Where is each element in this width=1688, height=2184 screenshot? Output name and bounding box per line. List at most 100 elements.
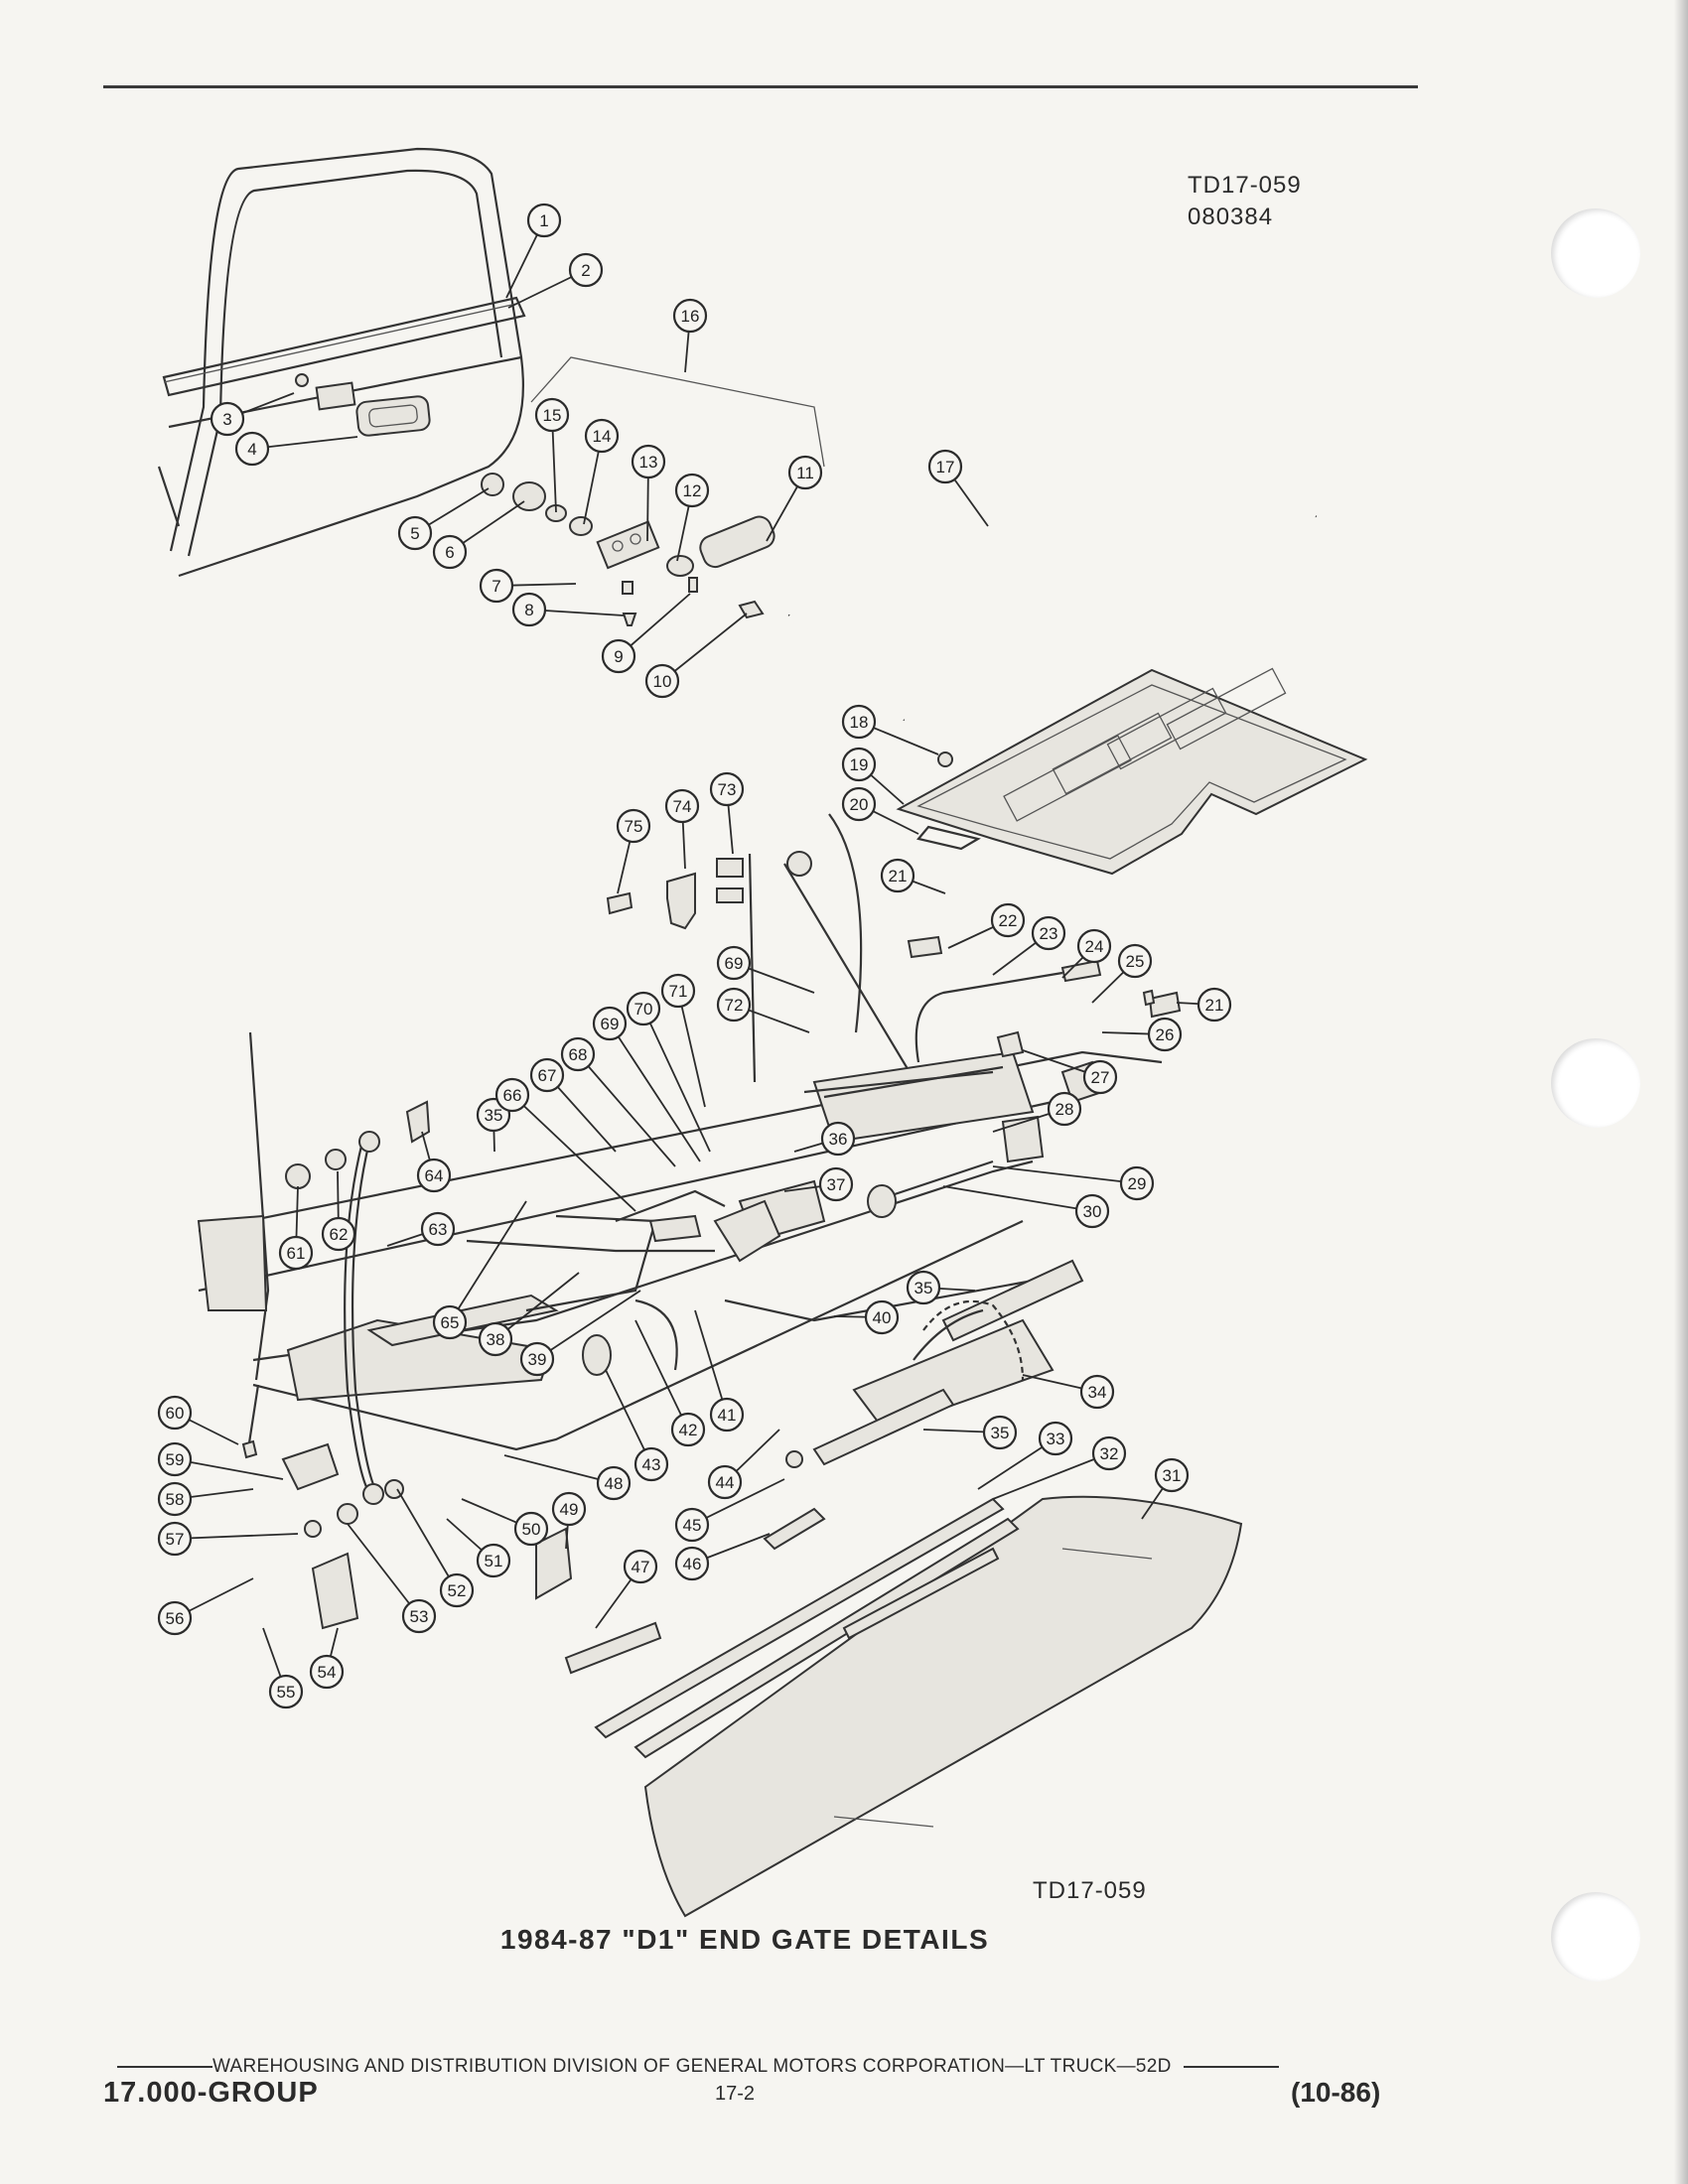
callout-c63: 63 — [386, 1211, 456, 1247]
callout-circle-c1 — [526, 203, 562, 238]
callout-number-c55: 55 — [277, 1683, 296, 1702]
callout-circle-c27 — [1082, 1059, 1118, 1095]
drawing-date-top: 080384 — [1188, 204, 1274, 230]
callout-number-c46: 46 — [683, 1555, 702, 1573]
callout-c60: 60 — [157, 1395, 239, 1445]
callout-number-c15: 15 — [543, 406, 562, 425]
callout-c19: 19 — [841, 747, 905, 805]
callout-c17: 17 — [927, 449, 989, 527]
callout-number-c47: 47 — [632, 1558, 650, 1576]
callout-c65: 65 — [432, 1200, 527, 1340]
callout-leader-c70 — [642, 1008, 711, 1153]
callout-circle-c28 — [1047, 1091, 1082, 1127]
callout-number-c6: 6 — [445, 543, 454, 562]
callout-circle-c73 — [709, 771, 745, 807]
callout-number-c41: 41 — [718, 1406, 737, 1425]
window-regulator — [785, 1259, 1084, 1468]
callout-number-c58: 58 — [166, 1490, 185, 1509]
lock-handle-assembly — [481, 356, 825, 626]
callout-number-c75: 75 — [625, 817, 643, 836]
callout-circle-c55 — [268, 1674, 304, 1709]
callout-c72: 72 — [716, 987, 810, 1033]
callout-number-c56: 56 — [166, 1609, 185, 1628]
callout-circle-c34 — [1079, 1374, 1115, 1410]
glass-and-channels — [594, 1495, 1243, 1918]
callout-leader-c68 — [577, 1053, 676, 1167]
callout-circle-c13 — [631, 444, 666, 479]
callout-number-c11: 11 — [796, 464, 814, 482]
callout-number-c13: 13 — [639, 453, 658, 472]
callout-circle-c35c — [982, 1415, 1018, 1450]
callout-c12: 12 — [674, 473, 710, 562]
callout-c39: 39 — [519, 1290, 641, 1377]
callout-number-c66: 66 — [503, 1086, 522, 1105]
callout-number-c5: 5 — [410, 524, 419, 543]
callout-c37: 37 — [783, 1166, 854, 1202]
callout-circle-c10 — [644, 663, 680, 699]
callout-number-c48: 48 — [605, 1474, 624, 1493]
callout-c45: 45 — [674, 1478, 785, 1543]
callout-c2: 2 — [507, 252, 604, 309]
callout-leader-c59 — [174, 1458, 284, 1480]
callout-c4: 4 — [234, 431, 358, 467]
callout-circle-c61 — [278, 1235, 314, 1271]
callout-circle-c71 — [660, 973, 696, 1009]
callout-circle-c42 — [670, 1412, 706, 1447]
callout-circle-c47 — [623, 1549, 658, 1584]
callout-circle-c21b — [1196, 987, 1232, 1023]
callout-number-c9: 9 — [614, 647, 623, 666]
callout-c21b: 21 — [1176, 987, 1232, 1023]
callout-circle-c26 — [1147, 1017, 1183, 1052]
drawing-code-top: TD17-059 — [1188, 172, 1302, 199]
footer-dash-right — [1183, 2066, 1279, 2068]
callout-circle-c8 — [511, 592, 547, 627]
callout-circle-c38 — [478, 1321, 513, 1357]
callout-number-c72: 72 — [725, 996, 744, 1015]
callout-circle-c50 — [513, 1511, 549, 1547]
callout-c15: 15 — [534, 397, 570, 513]
callout-circle-c43 — [633, 1446, 669, 1482]
callout-c46: 46 — [674, 1533, 771, 1581]
callout-circle-c3 — [210, 401, 245, 437]
callout-leader-c29 — [992, 1165, 1138, 1184]
callout-c68: 68 — [560, 1036, 676, 1167]
callout-c38: 38 — [478, 1272, 580, 1357]
callout-circle-c54 — [309, 1654, 345, 1690]
callout-c22: 22 — [947, 902, 1026, 949]
callout-circle-c18 — [841, 704, 877, 740]
callout-number-c26: 26 — [1156, 1025, 1175, 1044]
callout-c1: 1 — [505, 203, 562, 299]
callout-c75: 75 — [616, 808, 651, 894]
callout-c36: 36 — [793, 1121, 856, 1157]
callout-number-c3: 3 — [222, 410, 231, 429]
callout-leader-c4 — [251, 436, 358, 450]
callout-number-c28: 28 — [1055, 1100, 1074, 1119]
callout-c25: 25 — [1091, 943, 1153, 1004]
callout-number-c17: 17 — [936, 458, 955, 477]
callout-c49: 49 — [551, 1491, 587, 1550]
callout-c35b: 35 — [906, 1270, 976, 1305]
callout-circle-c33 — [1038, 1421, 1073, 1456]
callout-c73: 73 — [709, 771, 745, 855]
callout-leader-c45 — [691, 1478, 785, 1526]
callout-circle-c4 — [234, 431, 270, 467]
callout-number-c21a: 21 — [889, 867, 908, 886]
callout-circle-c14 — [584, 418, 620, 454]
callout-circle-c35b — [906, 1270, 941, 1305]
callout-number-c50: 50 — [522, 1520, 541, 1539]
callout-circle-c48 — [596, 1465, 632, 1501]
callout-c71: 71 — [660, 973, 706, 1108]
callout-number-c54: 54 — [318, 1663, 337, 1682]
callout-circle-c41 — [709, 1397, 745, 1433]
callout-number-c43: 43 — [642, 1455, 661, 1474]
callout-circle-c67 — [529, 1057, 565, 1093]
callout-c41: 41 — [694, 1309, 745, 1433]
callout-leader-c10 — [661, 613, 748, 682]
top-rule — [103, 85, 1418, 88]
callout-number-c63: 63 — [429, 1220, 448, 1239]
callout-number-c31: 31 — [1163, 1466, 1182, 1485]
callout-circle-c56 — [157, 1600, 193, 1636]
callout-number-c35b: 35 — [914, 1279, 933, 1297]
callout-circle-c51 — [476, 1543, 511, 1578]
callout-leader-c39 — [536, 1290, 641, 1360]
